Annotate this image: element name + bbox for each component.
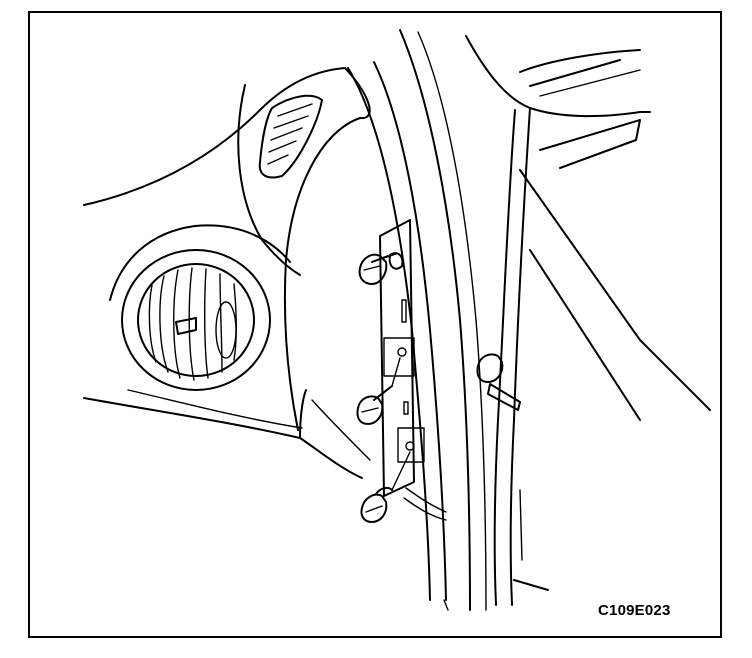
- wire-harness: [405, 487, 447, 513]
- side-vent: [258, 94, 323, 179]
- door-frame-top-inner: [519, 49, 641, 73]
- figure-frame: [28, 11, 722, 638]
- door-panel: [539, 119, 641, 169]
- dash-panel-seam-lower: [127, 389, 303, 429]
- bolt-middle: [356, 357, 401, 425]
- a-pillar-edge: [399, 29, 471, 611]
- dash-panel-seam: [109, 224, 291, 301]
- clip-bolt-right: [476, 353, 521, 411]
- a-pillar-inner: [373, 61, 447, 601]
- door-panel-diagonal: [519, 169, 711, 411]
- dash-lower-edge: [83, 397, 301, 439]
- round-vent: [121, 249, 271, 391]
- door-frame-top: [465, 35, 641, 118]
- dash-edge-right: [299, 437, 363, 479]
- a-pillar-edge-2: [417, 31, 487, 611]
- bolt-upper: [358, 253, 397, 285]
- a-pillar-outer: [347, 67, 431, 601]
- figure-code-label: C109E023: [598, 602, 671, 619]
- door-opening-edge: [493, 109, 516, 606]
- dash-inner-line: [311, 399, 371, 461]
- dash-end-panel: [283, 67, 371, 431]
- bolt-lower: [360, 451, 411, 523]
- dashboard-top-edge: [83, 67, 346, 206]
- dashboard-contour: [237, 84, 301, 276]
- door-opening-edge-2: [509, 107, 531, 606]
- door-seal: [519, 489, 523, 561]
